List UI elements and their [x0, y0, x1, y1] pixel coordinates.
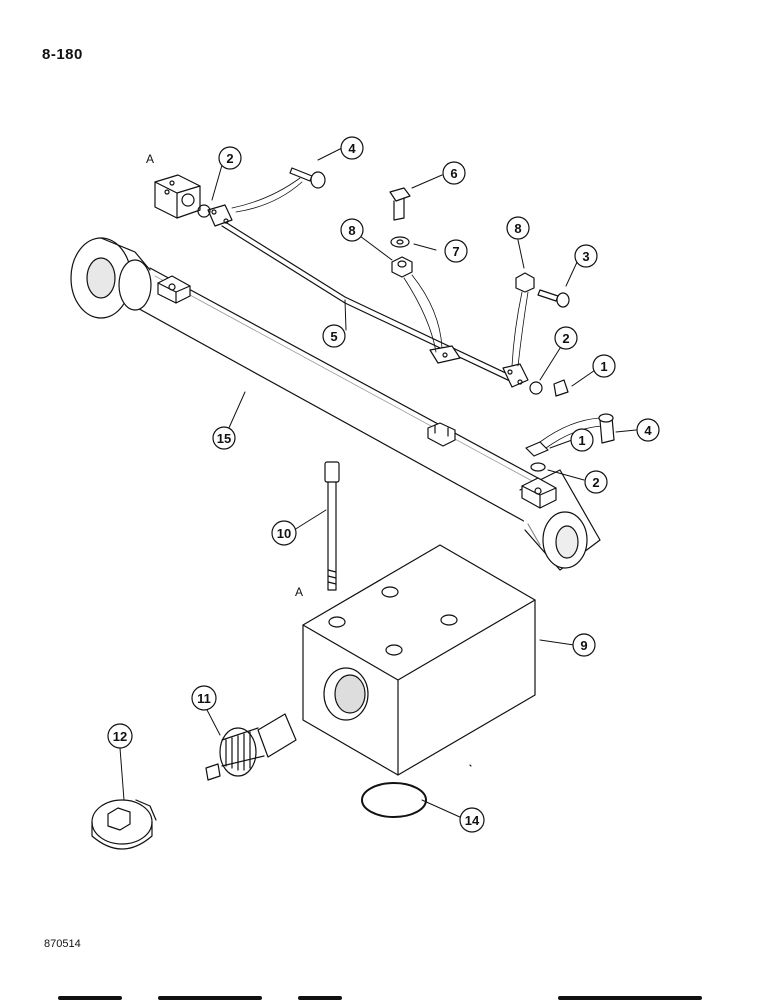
callout-1-upper: 1 [592, 354, 616, 378]
callout-15: 15 [212, 426, 236, 450]
svg-text:1: 1 [578, 433, 585, 448]
svg-text:3: 3 [582, 249, 589, 264]
callout-1-lower: 1 [570, 428, 594, 452]
svg-text:12: 12 [113, 729, 127, 744]
svg-text:9: 9 [580, 638, 587, 653]
svg-text:11: 11 [197, 691, 211, 706]
bolt-vertical [389, 187, 411, 221]
page-number: 8-180 [42, 46, 83, 63]
svg-text:6: 6 [450, 166, 457, 181]
callout-10: 10 [271, 520, 297, 546]
clip-upper [553, 379, 569, 397]
callout-14: 14 [459, 807, 485, 833]
callout-8-right: 8 [506, 216, 530, 240]
callout-4-lower: 4 [636, 418, 660, 442]
callout-8-left: 8 [340, 218, 364, 242]
callout-6: 6 [442, 161, 466, 185]
svg-text:4: 4 [644, 423, 652, 438]
callout-12: 12 [107, 723, 133, 749]
feed-tube [207, 204, 529, 388]
callout-2-upper-left: 2 [218, 146, 242, 170]
figure-number: 870514 [44, 938, 81, 950]
svg-text:14: 14 [465, 813, 480, 828]
svg-text:2: 2 [226, 151, 233, 166]
callout-9: 9 [572, 633, 596, 657]
bolt-upper [289, 167, 326, 189]
callout-11: 11 [191, 685, 217, 711]
cartridge-valve [205, 713, 297, 781]
ref-letter-a-upper: A [146, 152, 154, 166]
svg-text:8: 8 [348, 223, 355, 238]
bolt-right [537, 289, 570, 308]
port-block-a [154, 174, 201, 219]
nut-right [515, 272, 535, 293]
svg-text:1: 1 [600, 359, 607, 374]
svg-text:2: 2 [562, 331, 569, 346]
o-ring-lower [530, 462, 546, 472]
svg-text:15: 15 [217, 431, 231, 446]
svg-text:4: 4 [348, 141, 356, 156]
svg-text:5: 5 [330, 329, 337, 344]
svg-text:7: 7 [452, 244, 459, 259]
callouts: 2 4 6 8 7 8 3 5 2 1 15 1 4 2 10 9 11 12 … [107, 136, 660, 833]
callout-2-mid: 2 [554, 326, 578, 350]
svg-text:8: 8 [514, 221, 521, 236]
leader-lines [119, 147, 637, 819]
svg-text:10: 10 [277, 526, 291, 541]
o-ring-tube [529, 381, 543, 395]
nut-left [391, 256, 413, 278]
clip-lower [525, 441, 549, 457]
washer [390, 236, 410, 248]
svg-text:2: 2 [592, 475, 599, 490]
bolt-lower [598, 413, 615, 444]
callout-2-lower: 2 [584, 470, 608, 494]
long-bolt [324, 461, 340, 591]
valve-block [302, 544, 536, 776]
o-ring-left [197, 204, 211, 218]
ref-letter-a-lower: A [295, 585, 303, 599]
o-ring-large [361, 782, 427, 818]
hydraulic-cylinder [70, 237, 601, 571]
callout-3: 3 [574, 244, 598, 268]
callout-5: 5 [322, 324, 346, 348]
callout-7: 7 [444, 239, 468, 263]
callout-4-upper: 4 [340, 136, 364, 160]
plug [91, 799, 157, 850]
